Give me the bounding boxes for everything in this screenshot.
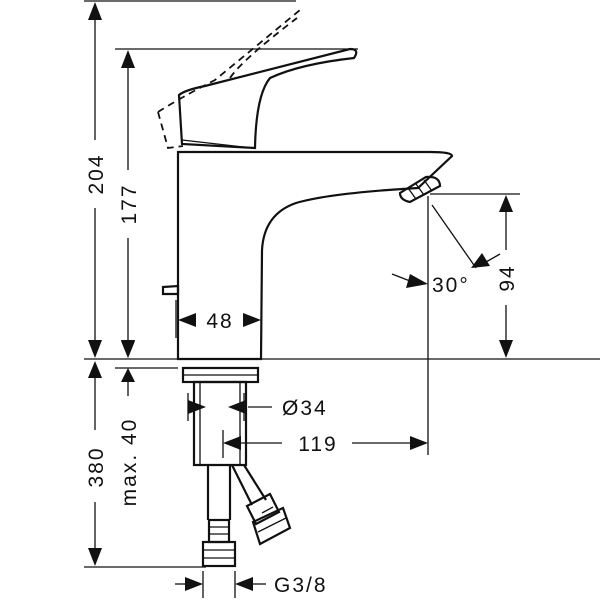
- dim-119-label: 119: [298, 433, 337, 456]
- dim-spout-height: 177: [118, 50, 141, 358]
- dim-g38-label: G3/8: [274, 574, 328, 597]
- hose-left: [201, 465, 237, 568]
- dim-204-label: 204: [85, 153, 108, 194]
- dim-hose-length: 380: [85, 361, 108, 566]
- extension-lines: [84, 0, 600, 568]
- dim-max40-label: max. 40: [118, 418, 141, 507]
- dim-30deg-label: 30°: [432, 274, 470, 297]
- dim-spout-clearance: 94: [496, 195, 519, 358]
- lever-open-position-dashed: [157, 9, 301, 149]
- dim-380-label: 380: [85, 446, 108, 487]
- dim-connection-thread: G3/8: [175, 571, 328, 598]
- dim-177-label: 177: [118, 183, 141, 224]
- dim-diameter-label: Ø34: [282, 397, 328, 420]
- dim-max-thickness: max. 40: [118, 341, 141, 506]
- hose-right: [231, 464, 292, 546]
- dim-spray-angle: 30°: [391, 204, 501, 297]
- dim-total-height: 204: [85, 2, 108, 358]
- dim-body-width: 48: [178, 310, 261, 333]
- dim-94-label: 94: [496, 264, 519, 291]
- mounting-shank: [181, 366, 260, 467]
- dim-hole-diameter: Ø34: [187, 393, 328, 421]
- dim-48-label: 48: [206, 310, 233, 333]
- faucet-body: [161, 47, 454, 361]
- dim-projection: 119: [222, 430, 428, 458]
